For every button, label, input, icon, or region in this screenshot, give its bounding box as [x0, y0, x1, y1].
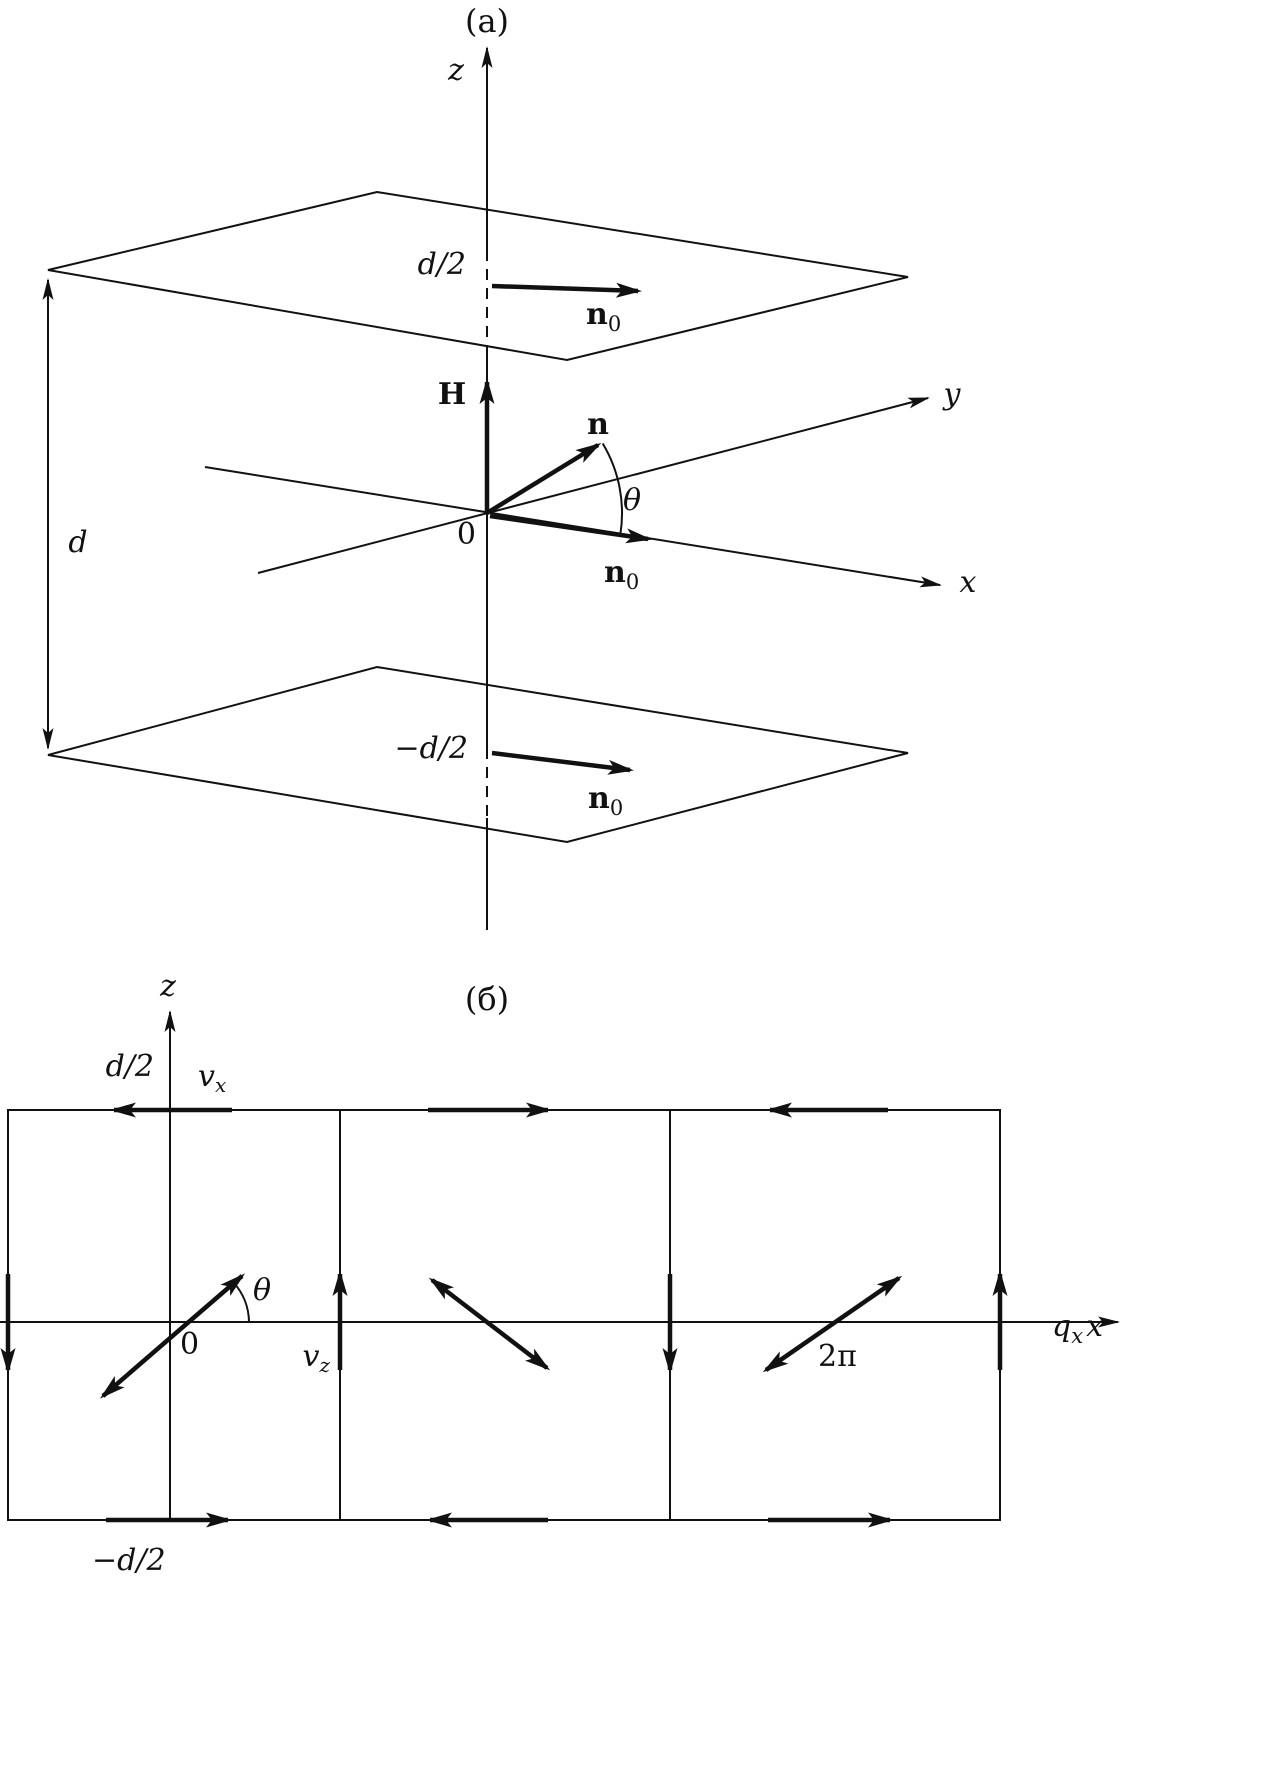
director-arrow-origin — [99, 1273, 246, 1399]
bottom-boundary-label: −d/2 — [92, 1543, 166, 1578]
director-arrow-right — [762, 1275, 903, 1373]
bottom-plane — [47, 665, 909, 844]
top-plane-z-label: d/2 — [418, 247, 466, 282]
y-axis-a — [257, 397, 930, 574]
x-axis-label-a: x — [960, 565, 977, 600]
n0-base-top: n — [586, 297, 608, 332]
n-director-label: n — [587, 407, 609, 442]
vx-base: v — [198, 1059, 215, 1094]
origin-label-b: 0 — [180, 1327, 199, 1362]
vz-label: vz — [303, 1339, 331, 1377]
n0-label-top: n0 — [586, 297, 621, 336]
bottom-plane-z-label: −d/2 — [394, 731, 468, 766]
panel-b-title: (б) — [465, 980, 509, 1018]
z-axis-label-a: z — [447, 53, 464, 88]
origin-label-a: 0 — [457, 517, 476, 552]
n0-label-bottom: n0 — [588, 781, 623, 820]
n0-sub-top: 0 — [608, 312, 621, 336]
qx-base: q — [1052, 1309, 1071, 1344]
vx-label: vx — [198, 1059, 226, 1097]
period-label: 2π — [818, 1339, 857, 1374]
vx-sub: x — [215, 1073, 226, 1097]
panel-a-title: (а) — [465, 2, 509, 40]
n0-sub-center: 0 — [626, 570, 639, 594]
z-axis-label-b: z — [159, 969, 176, 1004]
qx-sub: x — [1071, 1324, 1083, 1348]
top-boundary-label: d/2 — [106, 1049, 154, 1084]
y-axis-label-a: y — [942, 377, 962, 412]
theta-label-a: θ — [623, 483, 641, 518]
n0-base-bottom: n — [588, 781, 610, 816]
vz-base: v — [303, 1339, 320, 1374]
vz-sub: z — [318, 1353, 330, 1377]
H-field-label: H — [438, 377, 466, 412]
top-plane — [47, 190, 909, 362]
theta-arc-a — [601, 442, 623, 535]
n-director-arrow — [485, 442, 602, 515]
n0-label-center: n0 — [604, 555, 639, 594]
n0-base-center: n — [604, 555, 626, 590]
n0-arrow-center — [489, 513, 652, 544]
n0-sub-bottom: 0 — [610, 796, 623, 820]
theta-label-b: θ — [253, 1273, 271, 1308]
cell-box — [7, 1109, 1001, 1521]
theta-arc-b — [233, 1282, 250, 1323]
thickness-label: d — [68, 525, 87, 560]
director-arrow-middle — [428, 1277, 551, 1371]
n0-arrow-bottom — [491, 750, 634, 775]
qx-x: x — [1086, 1309, 1103, 1344]
n0-arrow-top — [491, 282, 642, 298]
